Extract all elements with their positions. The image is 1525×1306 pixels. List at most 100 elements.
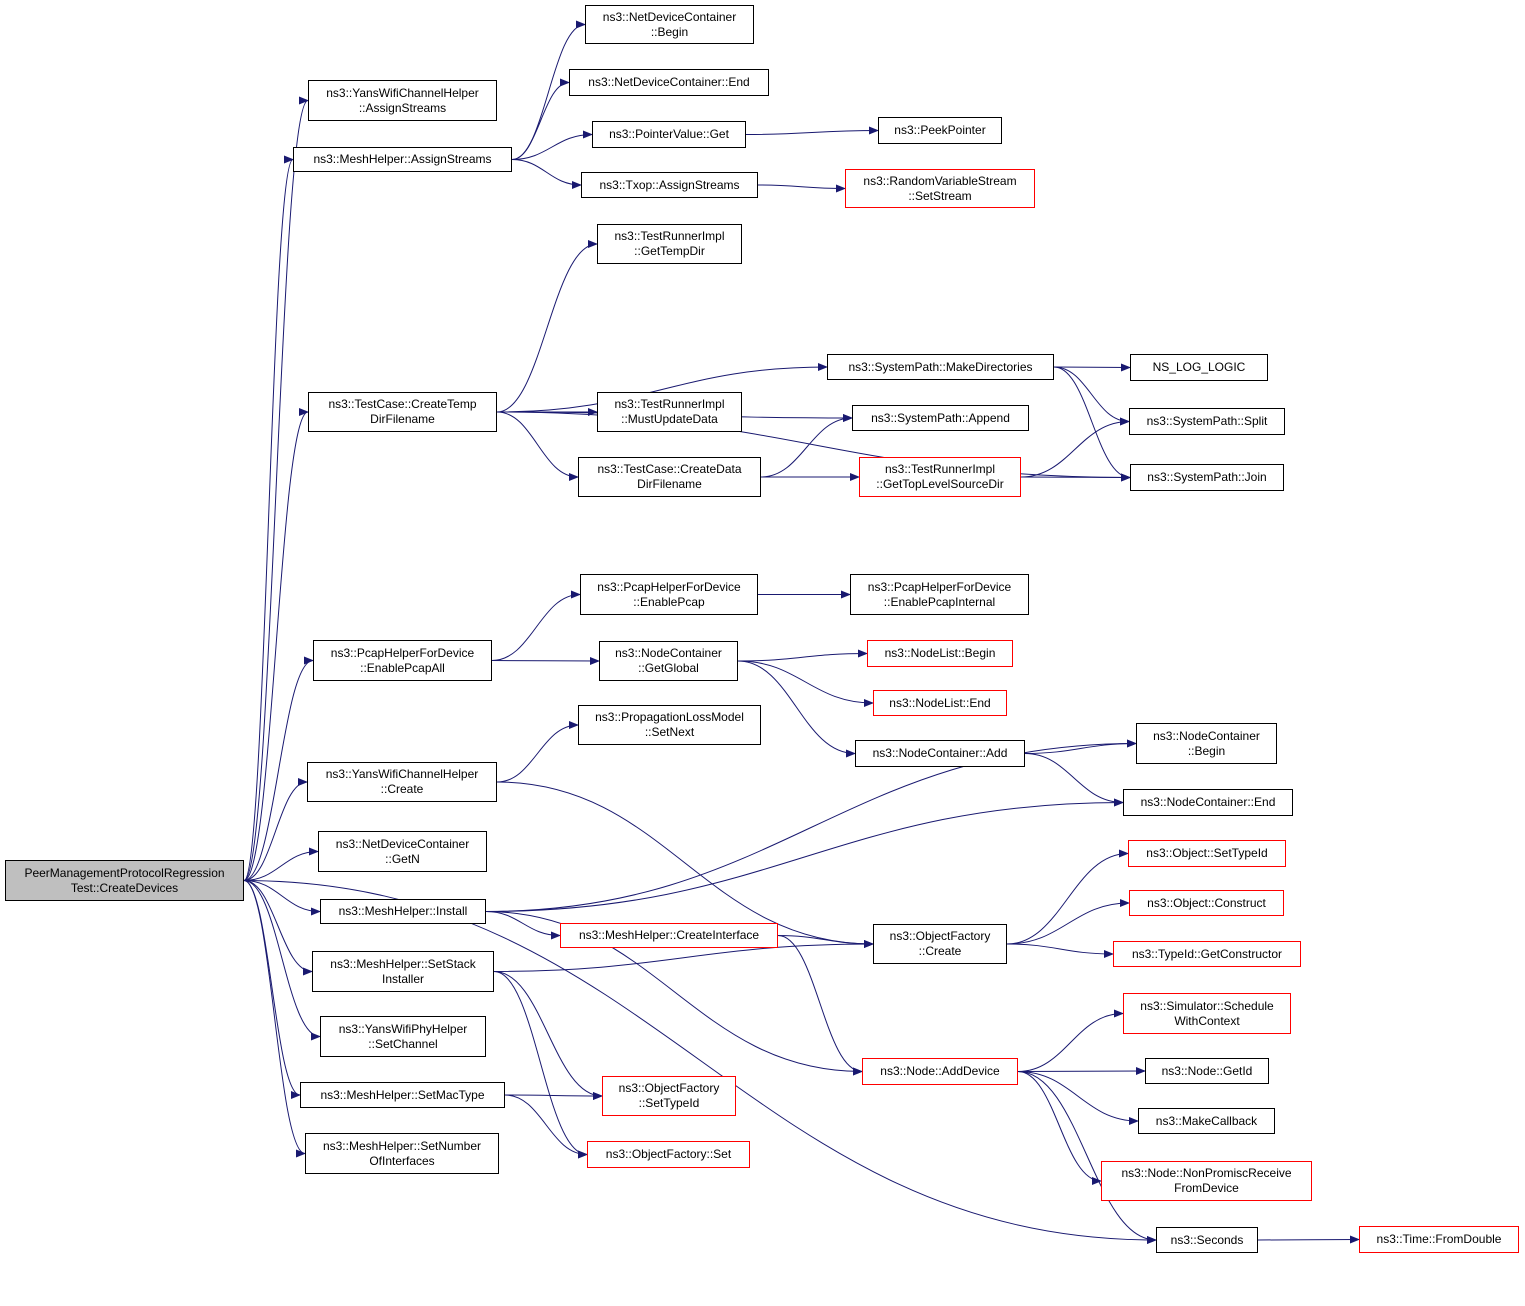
node-seconds[interactable]: ns3::Seconds <box>1156 1227 1258 1253</box>
node-label-line: ::SetStream <box>908 188 972 203</box>
node-label-line: ::SetChannel <box>368 1036 438 1051</box>
node-label-line: Installer <box>381 971 425 986</box>
node-nl-begin[interactable]: ns3::NodeList::Begin <box>867 640 1013 667</box>
node-label-line: ns3::NodeContainer::End <box>1140 795 1276 809</box>
node-nc-add[interactable]: ns3::NodeContainer::Add <box>855 740 1025 767</box>
edge-root-to-ndc-get-n <box>243 847 319 881</box>
node-label-line: ns3::PropagationLossModel <box>595 710 744 724</box>
node-label-line: ns3::SystemPath::MakeDirectories <box>848 359 1033 374</box>
node-yans-chan-create[interactable]: ns3::YansWifiChannelHelper::Create <box>307 762 497 802</box>
edge-txop-assign-to-rvs-set-stream <box>757 184 846 193</box>
node-of-set[interactable]: ns3::ObjectFactory::Set <box>587 1141 750 1168</box>
edge-mesh-assign-to-ptr-get <box>511 130 593 160</box>
edge-of-create-to-obj-set-type-id <box>1006 849 1129 945</box>
node-txop-assign[interactable]: ns3::Txop::AssignStreams <box>581 172 758 198</box>
node-node-get-id[interactable]: ns3::Node::GetId <box>1145 1058 1269 1084</box>
node-ndc-get-n[interactable]: ns3::NetDeviceContainer::GetN <box>318 831 487 872</box>
node-nc-begin[interactable]: ns3::NodeContainer::Begin <box>1136 723 1277 764</box>
node-label-line: ns3::YansWifiPhyHelper <box>338 1021 468 1036</box>
node-label-line: ns3::NodeContainer <box>1153 728 1260 743</box>
node-label-line: ns3::TestCase::CreateData <box>597 462 742 476</box>
node-label-line: ns3::NodeContainer <box>615 646 722 660</box>
node-label-line: ::Begin <box>1187 743 1226 758</box>
node-tr-get-top-level[interactable]: ns3::TestRunnerImpl::GetTopLevelSourceDi… <box>859 457 1021 497</box>
node-label-line: ns3::Node::GetId <box>1161 1063 1253 1078</box>
node-label-line: ns3::PcapHelperForDevice <box>330 645 475 660</box>
node-time-from-double[interactable]: ns3::Time::FromDouble <box>1359 1226 1519 1253</box>
node-label-line: ns3::ObjectFactory::Set <box>605 1147 732 1161</box>
node-node-add-device[interactable]: ns3::Node::AddDevice <box>862 1058 1018 1085</box>
node-label-line: ns3::YansWifiChannelHelper <box>325 767 479 781</box>
edge-sp-make-dirs-to-sp-join <box>1053 366 1131 482</box>
node-obj-construct[interactable]: ns3::Object::Construct <box>1129 890 1284 916</box>
edge-nc-add-to-nc-end <box>1024 753 1124 807</box>
edge-node-add-device-to-node-get-id <box>1017 1067 1146 1076</box>
node-mesh-set-mac[interactable]: ns3::MeshHelper::SetMacType <box>300 1082 505 1108</box>
node-label-line: ns3::TestRunnerImpl <box>614 229 725 243</box>
node-pcap-enable-internal[interactable]: ns3::PcapHelperForDevice::EnablePcapInte… <box>850 574 1029 615</box>
node-rvs-set-stream[interactable]: ns3::RandomVariableStream::SetStream <box>845 169 1035 208</box>
node-label-line: ns3::MakeCallback <box>1155 1113 1258 1128</box>
node-ndc-begin[interactable]: ns3::NetDeviceContainer::Begin <box>585 5 754 44</box>
node-ptr-get[interactable]: ns3::PointerValue::Get <box>592 121 746 148</box>
node-label-line: ::Create <box>380 782 424 796</box>
node-of-create[interactable]: ns3::ObjectFactory::Create <box>873 924 1007 964</box>
node-obj-set-type-id[interactable]: ns3::Object::SetTypeId <box>1128 840 1286 867</box>
node-label-line: ns3::MeshHelper::SetStack <box>330 956 476 971</box>
node-ndc-end[interactable]: ns3::NetDeviceContainer::End <box>569 69 769 96</box>
edge-mesh-assign-to-txop-assign <box>511 159 582 189</box>
node-mesh-install[interactable]: ns3::MeshHelper::Install <box>320 899 486 924</box>
node-label-line: ns3::PcapHelperForDevice <box>867 579 1012 594</box>
node-plm-set-next[interactable]: ns3::PropagationLossModel::SetNext <box>578 705 761 745</box>
edge-nc-get-global-to-nl-end <box>737 660 874 707</box>
node-mesh-create-iface[interactable]: ns3::MeshHelper::CreateInterface <box>560 923 778 948</box>
edge-seconds-to-time-from-double <box>1257 1235 1360 1244</box>
node-label-line: ns3::PeekPointer <box>894 123 986 137</box>
node-label-line: ns3::NetDeviceContainer <box>602 9 737 24</box>
node-mesh-assign[interactable]: ns3::MeshHelper::AssignStreams <box>293 147 512 172</box>
node-sp-split[interactable]: ns3::SystemPath::Split <box>1129 408 1285 435</box>
node-tr-get-temp-dir[interactable]: ns3::TestRunnerImpl::GetTempDir <box>597 224 742 264</box>
node-sp-join[interactable]: ns3::SystemPath::Join <box>1130 464 1284 491</box>
node-ns-log-logic[interactable]: NS_LOG_LOGIC <box>1130 354 1268 381</box>
node-yans-phy-set-chan[interactable]: ns3::YansWifiPhyHelper::SetChannel <box>320 1016 486 1057</box>
edge-root-to-yans-chan-create <box>243 778 308 881</box>
edge-tr-get-top-level-to-sp-split <box>1020 417 1130 478</box>
node-nl-end[interactable]: ns3::NodeList::End <box>873 690 1007 716</box>
node-sp-append[interactable]: ns3::SystemPath::Append <box>852 405 1029 431</box>
node-label-line: ns3::TypeId::GetConstructor <box>1131 946 1283 961</box>
node-tr-must-update[interactable]: ns3::TestRunnerImpl::MustUpdateData <box>597 392 742 432</box>
edge-mesh-install-to-node-add-device <box>485 911 863 1076</box>
edge-yans-chan-create-to-plm-set-next <box>496 721 579 783</box>
node-pcap-enable-all[interactable]: ns3::PcapHelperForDevice::EnablePcapAll <box>313 640 492 681</box>
edge-of-create-to-tid-get-ctor <box>1006 943 1114 958</box>
edge-ptr-get-to-peek-ptr <box>745 126 879 135</box>
node-peek-ptr[interactable]: ns3::PeekPointer <box>878 117 1002 144</box>
edge-mesh-set-mac-to-of-set-type-id <box>504 1091 603 1100</box>
node-label-line: ns3::Object::SetTypeId <box>1146 846 1268 860</box>
node-tid-get-ctor[interactable]: ns3::TypeId::GetConstructor <box>1113 941 1301 967</box>
node-label-line: ns3::TestRunnerImpl <box>884 462 996 476</box>
node-label-line: WithContext <box>1174 1013 1240 1028</box>
node-yans-chan-assign[interactable]: ns3::YansWifiChannelHelper::AssignStream… <box>308 80 497 121</box>
edge-pcap-enable-all-to-pcap-enable <box>491 590 581 661</box>
node-label-line: ns3::TestRunnerImpl <box>614 397 725 411</box>
node-sp-make-dirs[interactable]: ns3::SystemPath::MakeDirectories <box>827 354 1054 380</box>
node-pcap-enable[interactable]: ns3::PcapHelperForDevice::EnablePcap <box>580 574 758 615</box>
node-nc-end[interactable]: ns3::NodeContainer::End <box>1123 789 1293 816</box>
node-nc-get-global[interactable]: ns3::NodeContainer::GetGlobal <box>599 641 738 681</box>
node-label-line: ns3::Time::FromDouble <box>1376 1232 1502 1246</box>
node-label-line: ns3::YansWifiChannelHelper <box>326 85 479 100</box>
node-of-set-type-id[interactable]: ns3::ObjectFactory::SetTypeId <box>602 1076 736 1116</box>
node-make-callback[interactable]: ns3::MakeCallback <box>1138 1108 1275 1134</box>
node-label-line: ::GetTopLevelSourceDir <box>876 477 1004 491</box>
edge-root-to-mesh-assign <box>243 155 294 881</box>
